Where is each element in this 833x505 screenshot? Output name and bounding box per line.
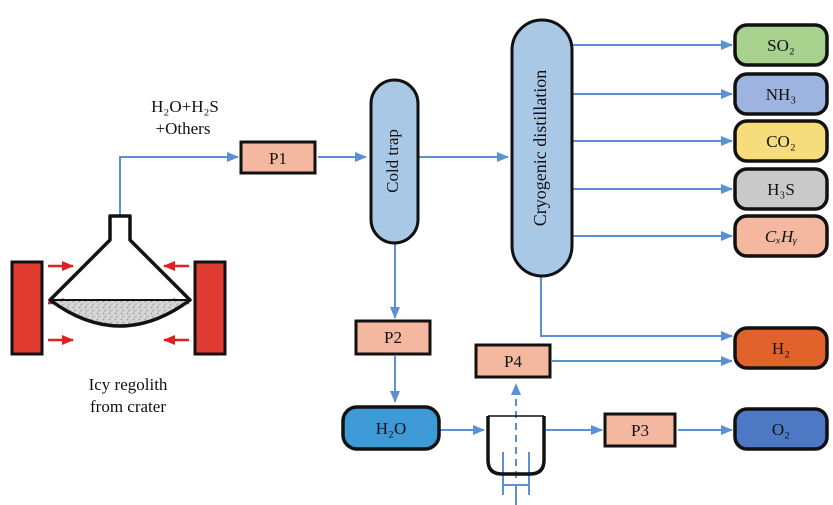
pump-p3: P3	[603, 412, 677, 448]
cold-trap-label: Cold trap	[383, 129, 402, 193]
output-h3s: H₃S	[733, 167, 829, 211]
feed-label-line1: H₂O+H₂S	[151, 97, 219, 116]
outputs: SO₂ NH₃ CO₂ H₃S CₓHᵧ H₂ O₂	[733, 23, 829, 451]
vessel-label-line2: from crater	[90, 397, 166, 416]
output-h3s-label: H₃S	[767, 180, 795, 199]
output-o2: O₂	[733, 407, 829, 451]
output-h2-label: H₂	[772, 339, 790, 358]
cryogenic-distillation-column: Cryogenic distillation	[510, 18, 574, 278]
output-so2-label: SO₂	[767, 36, 795, 55]
water-tank: H₂O	[341, 405, 441, 451]
output-h2: H₂	[733, 326, 829, 370]
feed-label-line2: +Others	[156, 119, 211, 138]
cold-trap: Cold trap	[369, 78, 420, 245]
pump-p2-label: P2	[384, 328, 402, 347]
pump-p4: P4	[474, 343, 552, 379]
output-cxhy-label: CₓHᵧ	[765, 227, 797, 246]
pump-p3-label: P3	[631, 421, 649, 440]
electrolyser	[486, 415, 546, 476]
pump-p4-label: P4	[504, 352, 522, 371]
heater-left	[10, 260, 44, 356]
output-cxhy: CₓHᵧ	[733, 214, 829, 258]
water-label: H₂O	[376, 419, 406, 438]
output-so2: SO₂	[733, 23, 829, 67]
output-co2-label: CO₂	[766, 132, 796, 151]
vessel-label-line1: Icy regolith	[89, 375, 168, 394]
pump-p1-label: P1	[269, 149, 287, 168]
output-co2: CO₂	[733, 119, 829, 163]
pump-p1: P1	[239, 140, 317, 175]
cryogenic-distillation-label: Cryogenic distillation	[530, 70, 550, 226]
output-o2-label: O₂	[772, 420, 790, 439]
output-nh3: NH₃	[733, 72, 829, 116]
output-nh3-label: NH₃	[766, 85, 797, 104]
flow-lines	[119, 40, 733, 505]
pump-p2: P2	[354, 319, 432, 356]
extraction-vessel	[48, 214, 192, 328]
heater-right	[193, 260, 227, 356]
